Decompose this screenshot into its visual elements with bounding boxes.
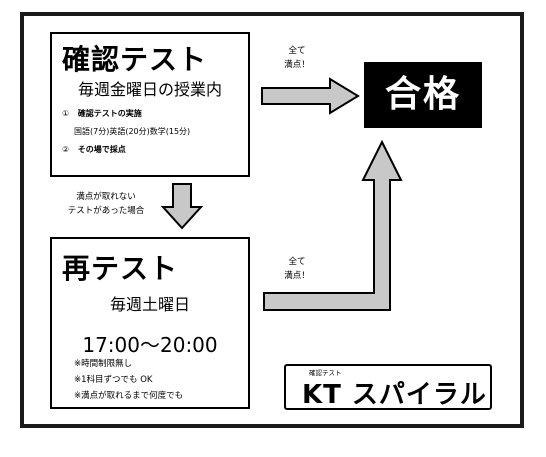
- retest-title: 再テスト: [62, 252, 179, 285]
- label-line: 満点！: [284, 60, 310, 70]
- confirm-step-2: ② その場で採点: [62, 144, 126, 155]
- label-line: 満点が取れない: [76, 192, 136, 202]
- confirm-step-1-detail: 国語(7分)英語(20分)数学(15分): [74, 127, 191, 136]
- step-number: ①: [62, 109, 70, 118]
- confirm-test-box: 確認テスト 毎週金曜日の授業内 ① 確認テストの実施 国語(7分)英語(20分)…: [50, 32, 250, 177]
- kt-spiral-banner: 確認テスト KT スパイラル: [284, 364, 492, 410]
- retest-note: ※1科目ずつでも OK: [74, 375, 153, 385]
- step-number: ②: [62, 145, 70, 154]
- arrow-down-label: 満点が取れない テストがあった場合: [50, 190, 162, 218]
- label-line: 全て: [288, 46, 306, 56]
- confirm-test-schedule: 毎週金曜日の授業内: [77, 80, 222, 99]
- retest-time: 17:00〜20:00: [82, 333, 218, 357]
- pass-box: 合格: [364, 62, 482, 128]
- retest-schedule: 毎週土曜日: [109, 295, 190, 314]
- step-label: その場で採点: [77, 145, 126, 154]
- retest-note: ※時間制限無し: [74, 359, 133, 369]
- banner-subtitle: 確認テスト: [309, 369, 342, 377]
- arrow-top-label: 全て 満点！: [262, 44, 332, 72]
- step-label: 確認テストの実施: [77, 109, 142, 118]
- label-line: テストがあった場合: [67, 206, 145, 216]
- confirm-step-1: ① 確認テストの実施: [62, 108, 142, 119]
- banner-title: KT スパイラル: [302, 380, 487, 410]
- arrow-up-label: 全て 満点！: [262, 255, 332, 283]
- arrow-confirm-to-pass: [261, 77, 360, 115]
- arrow-confirm-to-retest: [160, 183, 204, 230]
- retest-note: ※満点が取れるまで何度でも: [74, 391, 184, 401]
- confirm-test-title: 確認テスト: [62, 43, 208, 76]
- label-line: 満点！: [284, 271, 310, 281]
- retest-box: 再テスト 毎週土曜日 17:00〜20:00 ※時間制限無し ※1科目ずつでも …: [50, 237, 250, 409]
- arrow-retest-to-pass: [263, 139, 403, 311]
- label-line: 全て: [288, 257, 306, 267]
